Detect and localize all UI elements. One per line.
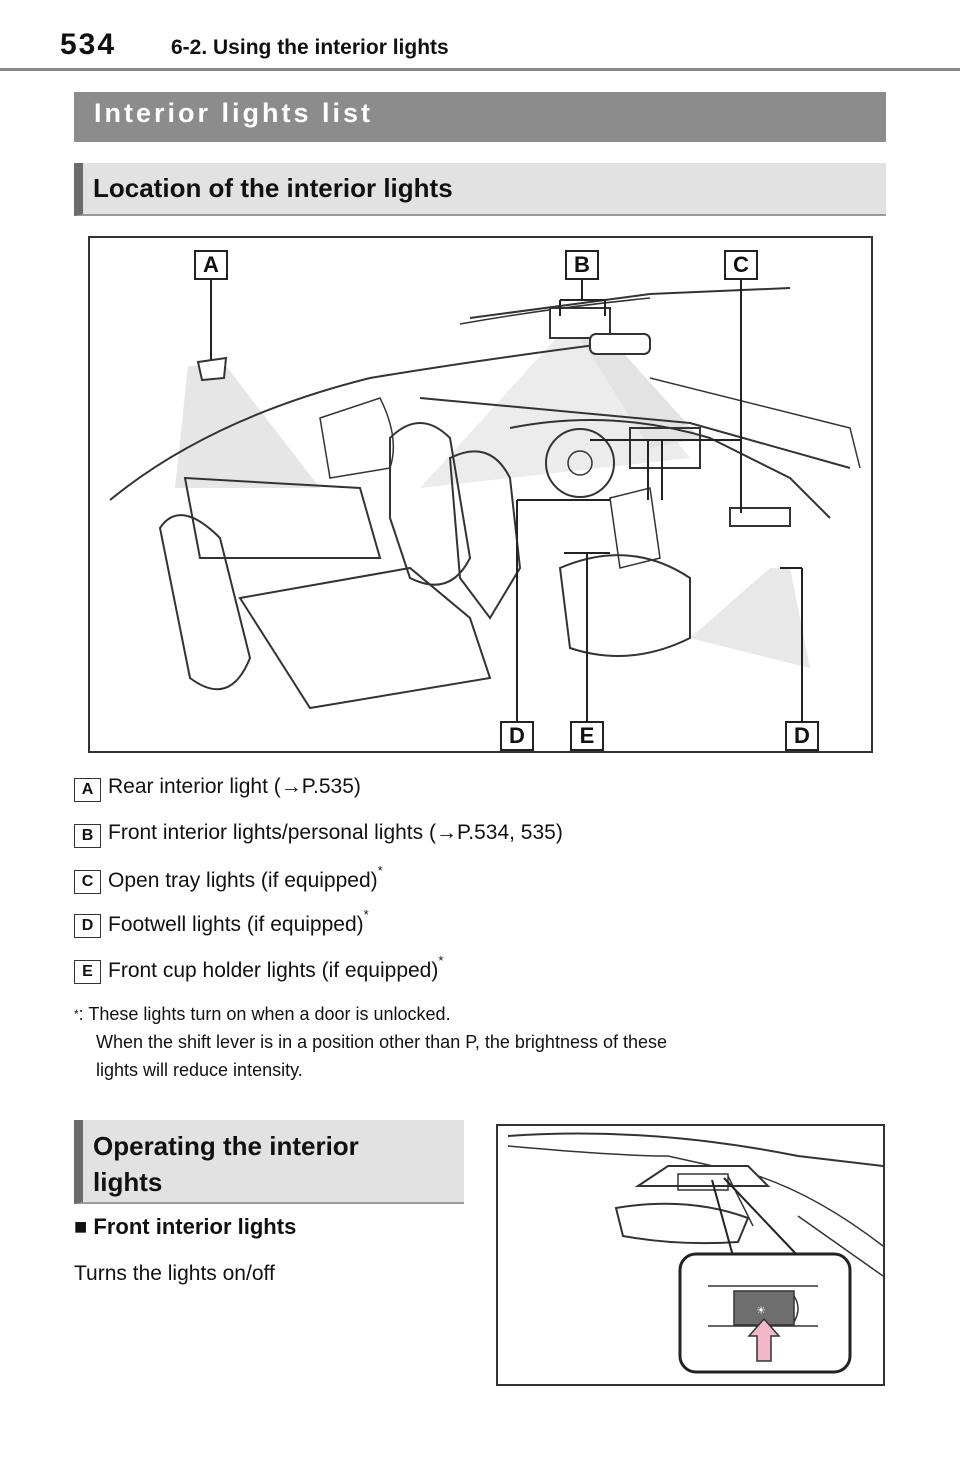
footnote-star: * — [74, 1007, 79, 1021]
callout-e: E — [570, 721, 604, 751]
legend-key: A — [74, 778, 101, 802]
footnote-line-1: : These lights turn on when a door is un… — [78, 1004, 451, 1024]
legend-text: Front cup holder lights (if equipped)* — [108, 953, 444, 982]
operating-heading-line-1: Operating the interior — [93, 1131, 359, 1161]
legend-key: B — [74, 824, 101, 848]
front-lights-title: Front interior lights — [93, 1214, 297, 1239]
square-bullet-icon: ■ — [74, 1214, 88, 1239]
cabin-drawing — [109, 280, 861, 721]
console-drawing: ☀ — [507, 1132, 883, 1374]
front-light-switch-illustration: ☀ — [496, 1124, 885, 1386]
footnote: *: These lights turn on when a door is u… — [74, 1000, 667, 1084]
callout-a: A — [194, 250, 228, 280]
footnote-line-2: When the shift lever is in a position ot… — [96, 1032, 668, 1052]
section-title: 6-2. Using the interior lights — [171, 36, 449, 59]
location-heading: Location of the interior lights — [74, 163, 886, 216]
legend-key: E — [74, 960, 101, 984]
operating-heading-line-2: lights — [93, 1167, 163, 1197]
page-number: 534 — [60, 28, 117, 61]
front-lights-description: Turns the lights on/off — [74, 1262, 275, 1285]
main-title: Interior lights list — [74, 92, 886, 142]
legend-key: C — [74, 870, 101, 894]
legend-text: Front interior lights/personal lights (→… — [108, 821, 563, 844]
legend-text: Open tray lights (if equipped)* — [108, 863, 383, 892]
svg-text:☀: ☀ — [756, 1304, 766, 1317]
legend-text: Rear interior light (→P.535) — [108, 775, 361, 798]
footnote-line-3: lights will reduce intensity. — [96, 1060, 303, 1080]
push-arrow-icon — [747, 1317, 781, 1362]
header-divider — [0, 68, 960, 71]
interior-lights-illustration: A B C D E D — [88, 236, 873, 753]
front-lights-heading: ■ Front interior lights — [74, 1214, 296, 1240]
callout-d-right: D — [785, 721, 819, 751]
callout-b: B — [565, 250, 599, 280]
callout-d-left: D — [500, 721, 534, 751]
callout-c: C — [724, 250, 758, 280]
legend-key: D — [74, 914, 101, 938]
operating-heading: Operating the interior lights — [74, 1120, 464, 1204]
legend-text: Footwell lights (if equipped)* — [108, 907, 369, 936]
